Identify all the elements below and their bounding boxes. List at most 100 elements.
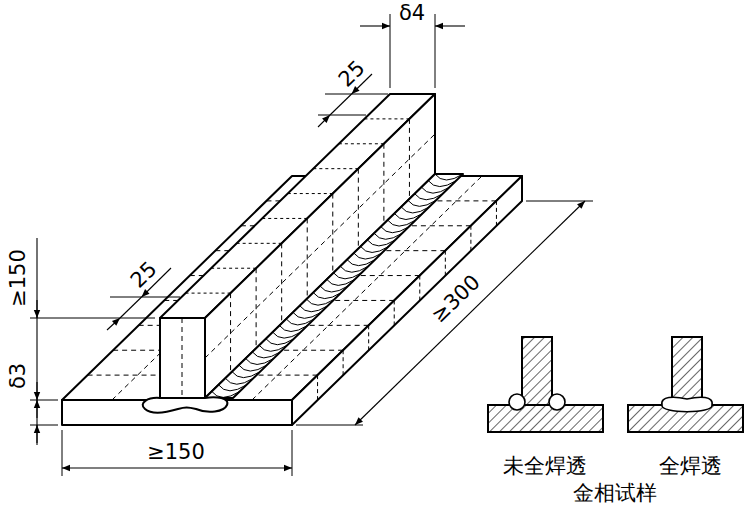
- weld-ripple: [435, 174, 463, 180]
- cut-line: [281, 243, 282, 323]
- dimension-text: 25: [335, 57, 369, 91]
- dimension-line: [318, 115, 330, 127]
- extension-line: [526, 201, 593, 202]
- cut-line: [186, 293, 231, 294]
- cut-line: [364, 118, 409, 119]
- cut-line: [419, 276, 420, 301]
- weld-section: [509, 394, 525, 410]
- weld-ripple: [306, 299, 334, 305]
- cut-line: [211, 268, 256, 269]
- weld-ripple: [320, 286, 348, 292]
- weld-ripple: [219, 385, 247, 391]
- cut-line: [307, 218, 308, 298]
- cut-line: [230, 293, 231, 373]
- dimension-line: [330, 94, 352, 115]
- cut-line: [343, 350, 344, 375]
- weld-ripple: [286, 319, 314, 325]
- weld-ripple: [313, 293, 341, 299]
- dimension-line: [36, 238, 37, 445]
- weld-ripple: [381, 227, 409, 233]
- dimension-line: [36, 382, 37, 400]
- specimen-body: [62, 94, 522, 425]
- weld-ripple: [394, 214, 422, 220]
- extension-line: [318, 115, 366, 116]
- cut-line: [339, 143, 384, 144]
- weld-ripple: [225, 378, 253, 384]
- cut-line: [358, 169, 359, 249]
- vertical-plate-side: [205, 94, 435, 398]
- weld-bead: [205, 174, 463, 398]
- weld-ripple: [428, 181, 456, 187]
- weld-ripple: [374, 233, 402, 239]
- weld-section: [662, 397, 712, 412]
- cut-line: [256, 268, 257, 348]
- weld-ripple: [246, 358, 274, 364]
- cut-line: [409, 119, 410, 199]
- weld-section: [549, 394, 565, 410]
- dimension-line: [36, 300, 37, 318]
- web-section: [522, 337, 552, 405]
- cut-line: [332, 194, 333, 274]
- cut-line: [368, 325, 369, 350]
- weld-ripple: [361, 246, 389, 252]
- dimension-text: ≥150: [8, 249, 29, 307]
- weld-ripple: [293, 312, 321, 318]
- weld-ripple: [232, 372, 260, 378]
- dimension-text: ≥300: [428, 271, 484, 326]
- dimension-line: [107, 318, 120, 330]
- cut-line: [288, 193, 333, 194]
- dimension-text: 25: [127, 258, 161, 292]
- weld-ripple: [259, 345, 287, 351]
- extension-line: [296, 425, 363, 426]
- dimension-line: [36, 400, 37, 418]
- weld-ripple: [408, 200, 436, 206]
- weld-ripple: [367, 240, 395, 246]
- weld-ripple: [279, 326, 307, 332]
- dimension-line: [360, 25, 390, 26]
- cut-line: [445, 251, 446, 276]
- weld-ripple: [340, 266, 368, 272]
- extension-line: [390, 14, 391, 88]
- weld-ripple: [252, 352, 280, 358]
- cut-line: [313, 168, 358, 169]
- weld-ripple: [273, 332, 301, 338]
- cut-line: [317, 375, 318, 400]
- extension-line: [325, 94, 388, 95]
- dimension-text: δ3: [8, 363, 29, 389]
- extension-line: [62, 430, 63, 476]
- weld-ripple: [327, 279, 355, 285]
- sketch-caption: 未全焊透: [503, 456, 587, 477]
- extension-line: [435, 14, 436, 88]
- cut-line: [237, 243, 282, 244]
- dimension-text: δ4: [399, 3, 425, 24]
- web-section: [672, 337, 702, 405]
- weld-section: [143, 397, 228, 412]
- cut-line: [383, 144, 384, 224]
- cut-line: [470, 226, 471, 251]
- sketch-caption: 全焊透: [659, 456, 722, 477]
- extension-line: [292, 430, 293, 476]
- weld-ripple: [401, 207, 429, 213]
- weld-ripple: [388, 220, 416, 226]
- weld-ripple: [334, 273, 362, 279]
- cut-line: [496, 201, 497, 226]
- extension-line: [110, 297, 180, 298]
- extension-line: [30, 425, 58, 426]
- cut-line: [205, 134, 435, 358]
- dimension-line: [62, 467, 292, 468]
- dimension-line: [355, 201, 585, 425]
- plate-section: [488, 405, 603, 432]
- weld-ripple: [266, 339, 294, 345]
- dimension-line: [435, 25, 465, 26]
- metallographic-sketches: [488, 337, 743, 432]
- weld-ripple: [354, 253, 382, 259]
- vertical-plate-front: [160, 318, 205, 398]
- weld-ripple: [300, 306, 328, 312]
- weld-ripple: [415, 194, 443, 200]
- weld-ripple: [421, 187, 449, 193]
- extension-line: [30, 318, 155, 319]
- dimension-text: ≥150: [147, 442, 205, 463]
